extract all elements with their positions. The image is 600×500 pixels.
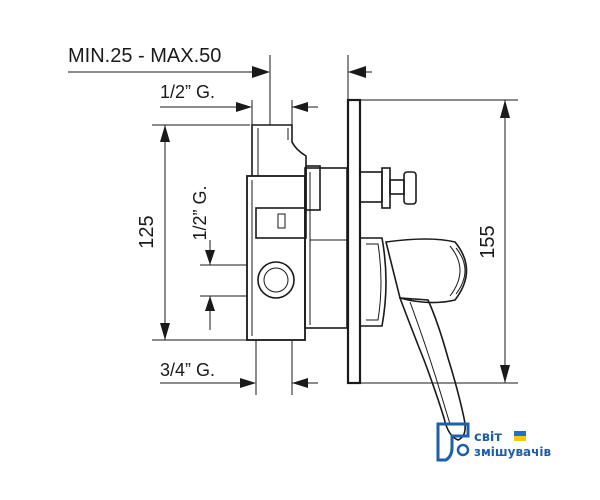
wall-depth-label: MIN.25 - MAX.50 (68, 45, 221, 67)
cartridge-shade (366, 243, 382, 321)
body-height-label: 125 (136, 215, 158, 248)
cartridge-cover (359, 237, 387, 327)
handle-dome-rim (449, 245, 461, 297)
dimension-lines (68, 55, 518, 395)
handle-dome-rim2 (455, 247, 466, 295)
side-conn-arrow-top (205, 250, 215, 265)
body-small-slot (277, 213, 286, 229)
diverter-collar (359, 171, 383, 203)
mixer-body (246, 124, 348, 341)
body-height-arrow-top (160, 125, 170, 142)
plate-height-arrow-top (500, 100, 510, 118)
logo-word-2: змішувачів (474, 445, 552, 459)
flag-yellow-stripe (514, 436, 526, 441)
mixer-handle (359, 237, 468, 441)
top-conn-arrow-left (236, 102, 252, 112)
body-height-arrow-bottom (160, 323, 170, 340)
main-body (246, 175, 306, 341)
wall-depth-arrow-left (252, 66, 270, 78)
bottom-conn-arrow-left (240, 378, 256, 388)
drop-logo-icon (456, 443, 470, 457)
logo-word-1: світ (474, 430, 502, 445)
diverter-ring (381, 167, 391, 209)
top-conn-label: 1/2” G. (160, 82, 215, 102)
plate-height-label: 155 (477, 225, 499, 258)
diverter-base (305, 165, 321, 211)
body-mid-section (255, 207, 307, 239)
diverter-cap (403, 171, 417, 205)
diverter-stem (389, 179, 405, 195)
handle-dome (385, 238, 468, 304)
faucet-logo-icon (436, 422, 470, 462)
cover-plate (346, 98, 362, 385)
bottom-conn-arrow-right (292, 378, 308, 388)
side-port-inner (263, 267, 289, 293)
side-conn-label: 1/2” G. (190, 185, 210, 240)
body-extension (304, 167, 348, 329)
handle-lever-shade (409, 301, 451, 425)
diverter-knob (359, 167, 417, 209)
top-conn-arrow-right (292, 102, 308, 112)
side-conn-arrow-bottom (205, 296, 215, 311)
bottom-conn-label: 3/4” G. (160, 360, 215, 380)
side-port-outer (257, 261, 295, 299)
flag-blue-stripe (514, 431, 526, 436)
handle-lever (398, 297, 466, 441)
watermark-logo: світ змішувачів (436, 422, 552, 462)
wall-depth-arrow-right (348, 66, 366, 78)
plate-height-arrow-bottom (500, 365, 510, 383)
